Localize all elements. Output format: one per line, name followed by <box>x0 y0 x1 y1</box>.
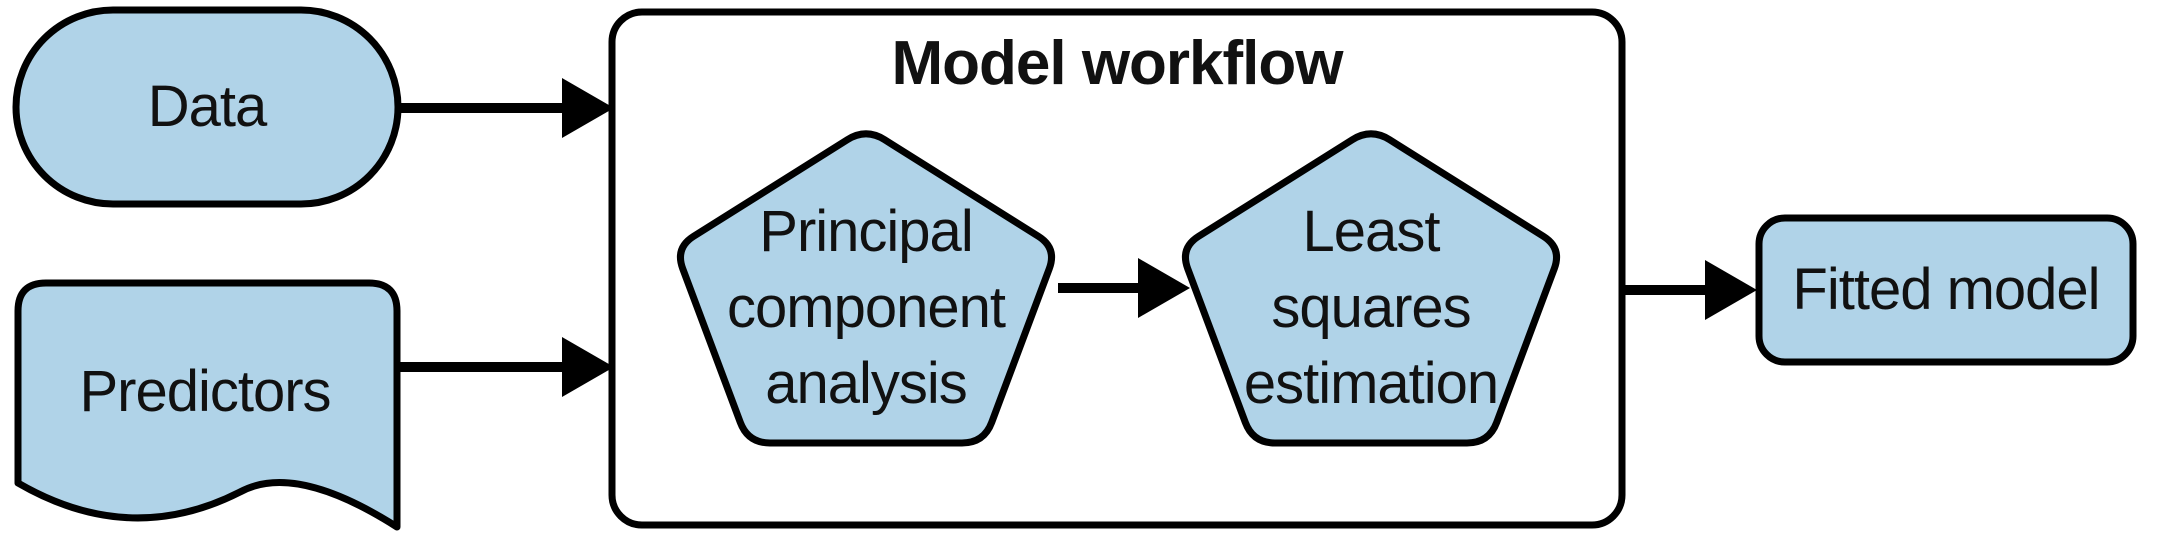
predictors-node-shape <box>14 279 401 531</box>
pca-label-line-1: Principal <box>759 199 973 264</box>
edge-pca-to-lse <box>1058 258 1190 318</box>
lse-node-label: Least squares estimation <box>1243 194 1499 422</box>
pca-label-line-2: component <box>727 275 1006 340</box>
predictors-node-label: Predictors <box>79 359 331 424</box>
lse-label-line-3: estimation <box>1243 351 1499 416</box>
fitted-model-node-label: Fitted model <box>1792 257 2100 322</box>
lse-node-shape <box>1181 130 1561 447</box>
lse-label-line-1: Least <box>1302 199 1441 264</box>
edge-predictors-to-workflow <box>396 337 614 397</box>
arrowhead-icon <box>1138 258 1190 318</box>
arrowhead-icon <box>1705 260 1757 320</box>
pca-node-shape <box>676 130 1056 447</box>
data-node-label: Data <box>147 74 268 139</box>
workflow-box-title: Model workflow <box>891 29 1344 98</box>
pca-node-label: Principal component analysis <box>727 194 1006 422</box>
pca-label-line-3: analysis <box>765 351 968 416</box>
arrowhead-icon <box>562 337 614 397</box>
edge-workflow-to-fitted <box>1620 260 1757 320</box>
arrowhead-icon <box>562 78 614 138</box>
edge-data-to-workflow <box>398 78 614 138</box>
lse-label-line-2: squares <box>1271 275 1471 340</box>
fitted-model-node-shape <box>1755 214 2137 366</box>
